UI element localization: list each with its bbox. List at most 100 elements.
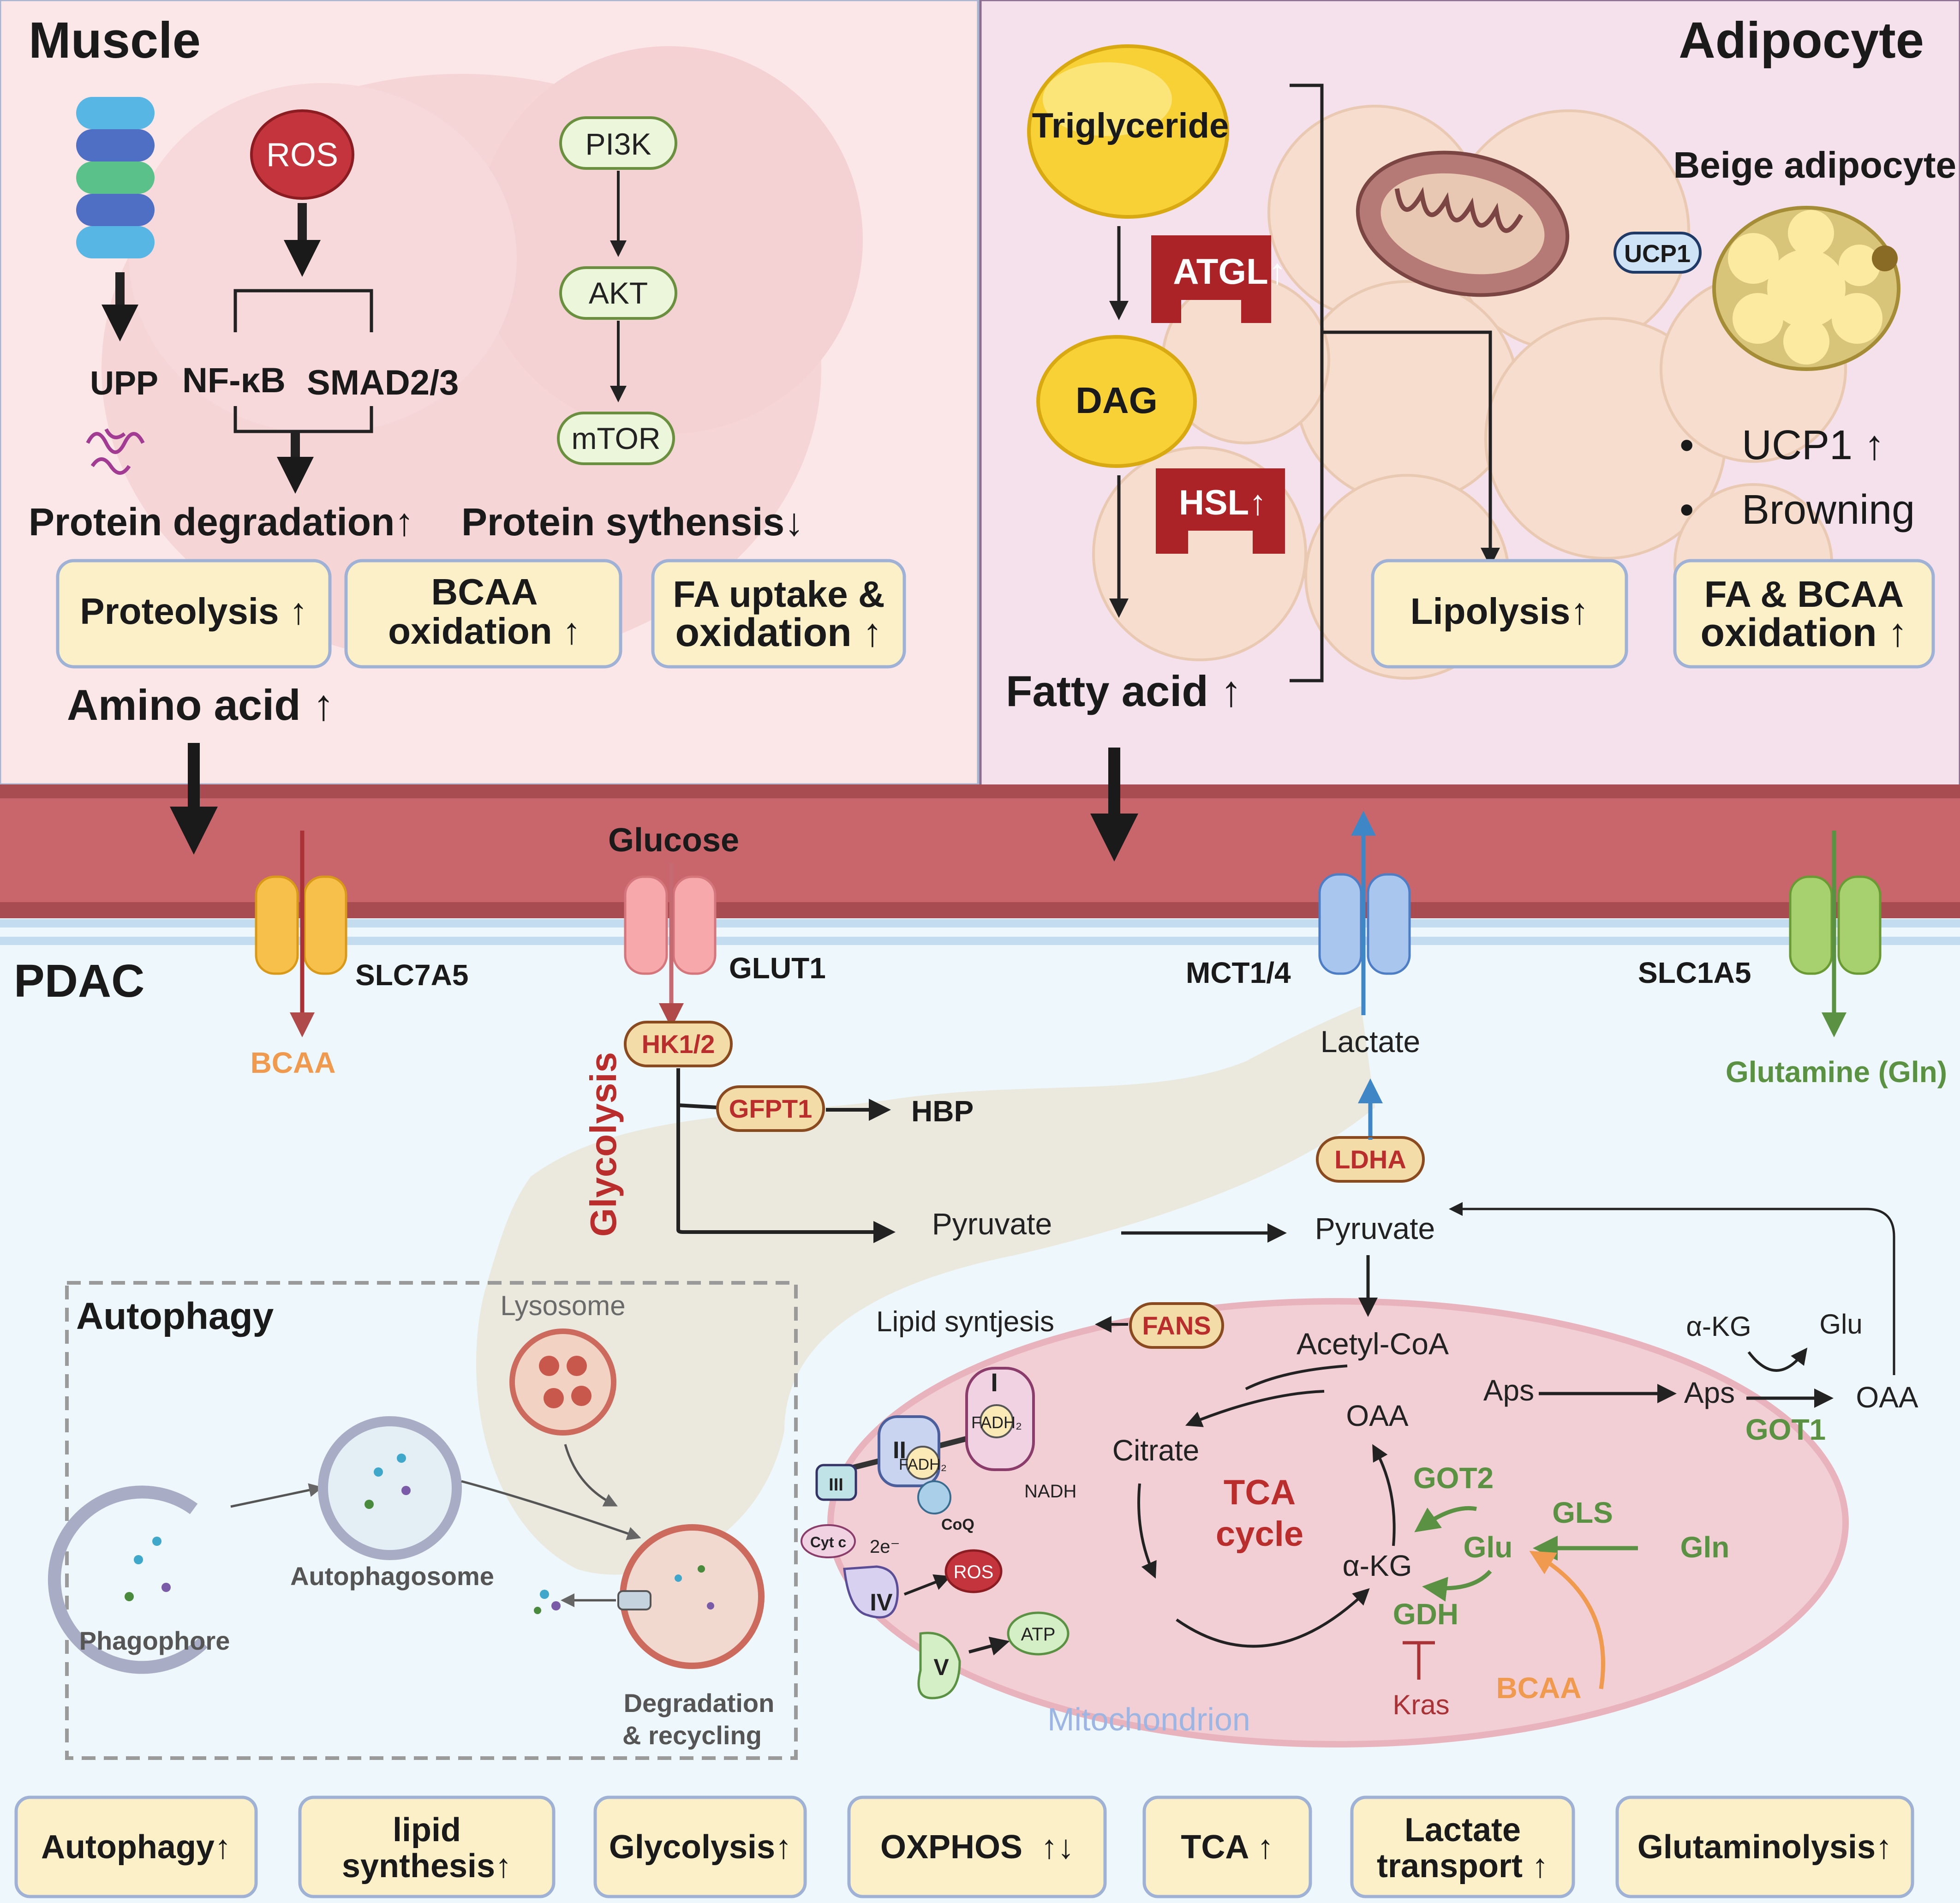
akt-label: AKT xyxy=(589,276,648,310)
fatty-acid-label: Fatty acid ↑ xyxy=(1006,667,1242,715)
atgl-enzyme: ATGL↑ xyxy=(1151,235,1286,323)
ldha-label: LDHA xyxy=(1334,1145,1406,1174)
ros-label: ROS xyxy=(266,137,338,174)
oaa-tca-label: OAA xyxy=(1346,1399,1408,1432)
pi3k-node xyxy=(559,116,677,170)
beige-adipocyte-label: Beige adipocyte xyxy=(1673,144,1956,186)
lysosome-icon xyxy=(509,1329,616,1436)
glu-label: Glu xyxy=(1464,1531,1513,1564)
glutamine-label: Glutamine (Gln) xyxy=(1726,1055,1947,1089)
degradation-label-1: Degradation xyxy=(624,1688,775,1717)
kras-label: Kras xyxy=(1392,1689,1449,1720)
akg-cyto-label: α-KG xyxy=(1686,1311,1751,1342)
aps-mito-label: Aps xyxy=(1483,1374,1534,1407)
hbp-label: HBP xyxy=(911,1095,974,1128)
cytc-label: Cyt c xyxy=(810,1534,846,1550)
smad-label: SMAD2/3 xyxy=(307,363,459,402)
ros-etc-label: ROS xyxy=(954,1562,994,1582)
mct-label: MCT1/4 xyxy=(1186,956,1291,989)
mct-transporter xyxy=(1318,873,1411,975)
bcaa-pdac-label: BCAA xyxy=(1496,1671,1582,1705)
protein-degradation-label: Protein degradation↑ xyxy=(29,500,414,544)
atgl-label: ATGL↑ xyxy=(1173,251,1286,292)
mitochondrion xyxy=(827,1298,1849,1747)
autolysosome-icon xyxy=(617,1524,765,1669)
proteolysis-box-label: Proteolysis ↑ xyxy=(80,591,308,632)
slc1a5-transporter xyxy=(1789,875,1882,975)
tca-label-1: TCA xyxy=(1224,1473,1296,1512)
bcaa-label: BCAA xyxy=(251,1046,336,1079)
aps-cyto-label: Aps xyxy=(1684,1376,1735,1409)
bullet-dot-2: • xyxy=(1679,487,1694,533)
dag-droplet xyxy=(1036,335,1197,468)
autophagy-title: Autophagy xyxy=(76,1295,274,1337)
slc7a5-label: SLC7A5 xyxy=(355,958,468,992)
hk-enzyme xyxy=(624,1021,733,1067)
bottom-box-glutaminolysis: Glutaminolysis↑ xyxy=(1637,1829,1892,1866)
nadh-label: NADH xyxy=(1024,1481,1076,1502)
coq-label: CoQ xyxy=(941,1516,974,1533)
hk-label: HK1/2 xyxy=(642,1029,715,1059)
complex-iii-label: III xyxy=(829,1475,843,1495)
complex-i-label: I xyxy=(991,1368,998,1397)
ucp1-badge xyxy=(1613,232,1702,274)
bottom-box-lactate-2: transport ↑ xyxy=(1377,1848,1548,1885)
gdh-label: GDH xyxy=(1393,1598,1458,1631)
electrons-i: FADH₂ xyxy=(971,1413,1022,1432)
fa-uptake-box-label-1: FA uptake & xyxy=(673,574,884,615)
electrons-ii: FADH₂ xyxy=(899,1456,947,1473)
acetyl-coa-label: Acetyl-CoA xyxy=(1297,1327,1449,1361)
complex-iv-label: IV xyxy=(870,1589,892,1616)
fans-enzyme xyxy=(1129,1302,1224,1349)
slc7a5-transporter xyxy=(255,875,347,975)
recycled-nutrients-icon xyxy=(534,1590,561,1614)
amino-acid-label: Amino acid ↑ xyxy=(67,681,335,729)
glycolysis-vertical-label: Glycolysis xyxy=(583,1052,624,1237)
bcaa-box-label-1: BCAA xyxy=(431,571,538,612)
autophagosome-icon xyxy=(318,1416,462,1560)
muscle-outcome-boxes: Proteolysis ↑ BCAA oxidation ↑ FA uptake… xyxy=(56,559,906,669)
mtor-label: mTOR xyxy=(571,421,660,455)
phagophore-icon xyxy=(48,1485,208,1674)
got1-label: GOT1 xyxy=(1745,1413,1826,1446)
upp-label: UPP xyxy=(90,365,158,402)
ucp1-badge-label: UCP1 xyxy=(1624,240,1691,268)
nfkb-label: NF-κB xyxy=(182,361,286,400)
hsl-label: HSL↑ xyxy=(1179,483,1267,522)
bottom-box-tca: TCA ↑ xyxy=(1181,1829,1273,1866)
mitochondrion-label: Mitochondrion xyxy=(1047,1701,1250,1737)
bottom-box-oxphos: OXPHOS ↑↓ xyxy=(880,1829,1074,1866)
triglyceride-label: Triglyceride xyxy=(1032,106,1229,145)
glu-cyto-label: Glu xyxy=(1819,1309,1862,1340)
adipocyte-outcome-boxes: Lipolysis↑ FA & BCAA oxidation ↑ xyxy=(1371,559,1935,669)
glut1-transporter xyxy=(624,875,717,975)
bottom-box-autophagy: Autophagy↑ xyxy=(41,1829,231,1866)
slc1a5-label: SLC1A5 xyxy=(1638,956,1751,989)
lipolysis-box-label: Lipolysis↑ xyxy=(1410,591,1589,632)
pancreas-tissue xyxy=(476,1006,1375,1575)
citrate-label: Citrate xyxy=(1112,1434,1200,1467)
phagophore-label: Phagophore xyxy=(79,1626,230,1655)
bottom-box-lipid-1: lipid xyxy=(393,1812,461,1849)
akt-node xyxy=(559,266,677,320)
complex-ii-label: II xyxy=(893,1437,906,1464)
tca-label-2: cycle xyxy=(1216,1514,1303,1554)
bottom-box-lipid-2: synthesis↑ xyxy=(342,1848,512,1885)
gls-label: GLS xyxy=(1552,1496,1613,1529)
fa-bcaa-box-label-1: FA & BCAA xyxy=(1704,574,1904,615)
bullet-dot-1: • xyxy=(1679,422,1694,468)
lipid-synthesis-label: Lipid syntjesis xyxy=(876,1306,1054,1338)
muscle-title: Muscle xyxy=(29,12,201,69)
protein-fragments-icon xyxy=(86,428,145,475)
complex-v-label: V xyxy=(933,1654,949,1680)
bcaa-box-label-2: oxidation ↑ xyxy=(388,610,581,652)
autophagy-box xyxy=(65,1281,798,1760)
bottom-outcome-boxes: Autophagy↑ lipid synthesis↑ Glycolysis↑ … xyxy=(14,1795,1914,1898)
autophagosome-label: Autophagosome xyxy=(290,1562,494,1591)
atp-label: ATP xyxy=(1021,1624,1056,1645)
oaa-cyto-label: OAA xyxy=(1856,1381,1918,1414)
got2-label: GOT2 xyxy=(1413,1461,1494,1495)
gln-label: Gln xyxy=(1680,1531,1730,1564)
fa-bcaa-box-label-2: oxidation ↑ xyxy=(1700,610,1907,655)
